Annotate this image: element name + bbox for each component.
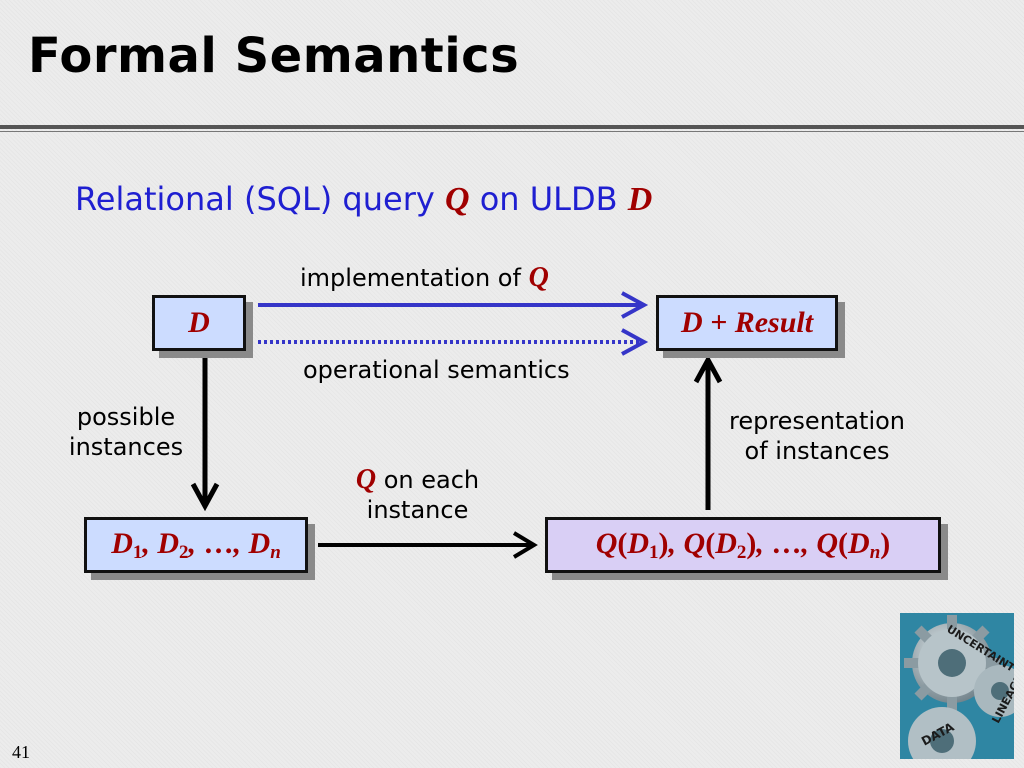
instances-box-label: D1, D2, …, Dn [111,526,281,563]
gear-right [974,665,1014,717]
title-divider-thin [0,131,1024,132]
possible-label-line2: instances [68,433,184,461]
query-each-instance-label: Q on each instance [340,465,495,525]
representation-label: representation of instances [722,406,912,466]
uncertainty-lineage-data-logo: UNCERTAINTY LINEAGE DATA [900,613,1014,759]
database-box-label: D [188,306,210,339]
subtitle-database-symbol: D [627,181,653,218]
slide-title: Formal Semantics [28,28,520,84]
gear-bottom [908,707,976,759]
possible-label-line1: possible [76,403,176,431]
query-each-arrow [318,531,538,559]
gears-graphic: UNCERTAINTY LINEAGE DATA [900,613,1014,759]
representation-line2: of instances [744,437,890,465]
query-each-line2: instance [366,496,469,524]
database-box: D [152,295,246,351]
query-each-line1: Q on each [355,464,480,495]
possible-instances-label: possible instances [66,402,186,462]
title-divider [0,125,1024,129]
query-results-box-label: Q(D1), Q(D2), …, Q(Dn) [595,526,891,563]
representation-arrow [693,354,723,510]
subtitle-query-symbol: Q [444,181,470,218]
operational-semantics-arrow [258,328,649,356]
operational-semantics-label: operational semantics [303,356,570,384]
subtitle-prefix: Relational (SQL) query [75,180,445,218]
implementation-query-symbol: Q [528,262,549,293]
representation-line1: representation [728,407,905,435]
implementation-arrow [258,291,649,319]
instances-box: D1, D2, …, Dn [84,517,308,573]
query-results-box: Q(D1), Q(D2), …, Q(Dn) [545,517,941,573]
slide-subtitle: Relational (SQL) query Q on ULDB D [75,180,652,219]
page-number: 41 [12,742,30,762]
possible-instances-arrow [190,352,220,512]
query-each-symbol: Q [355,464,377,495]
result-box: D + Result [656,295,838,351]
result-box-label: D + Result [680,306,814,339]
implementation-label: implementation of Q [300,262,549,293]
subtitle-middle: on ULDB [469,180,628,218]
